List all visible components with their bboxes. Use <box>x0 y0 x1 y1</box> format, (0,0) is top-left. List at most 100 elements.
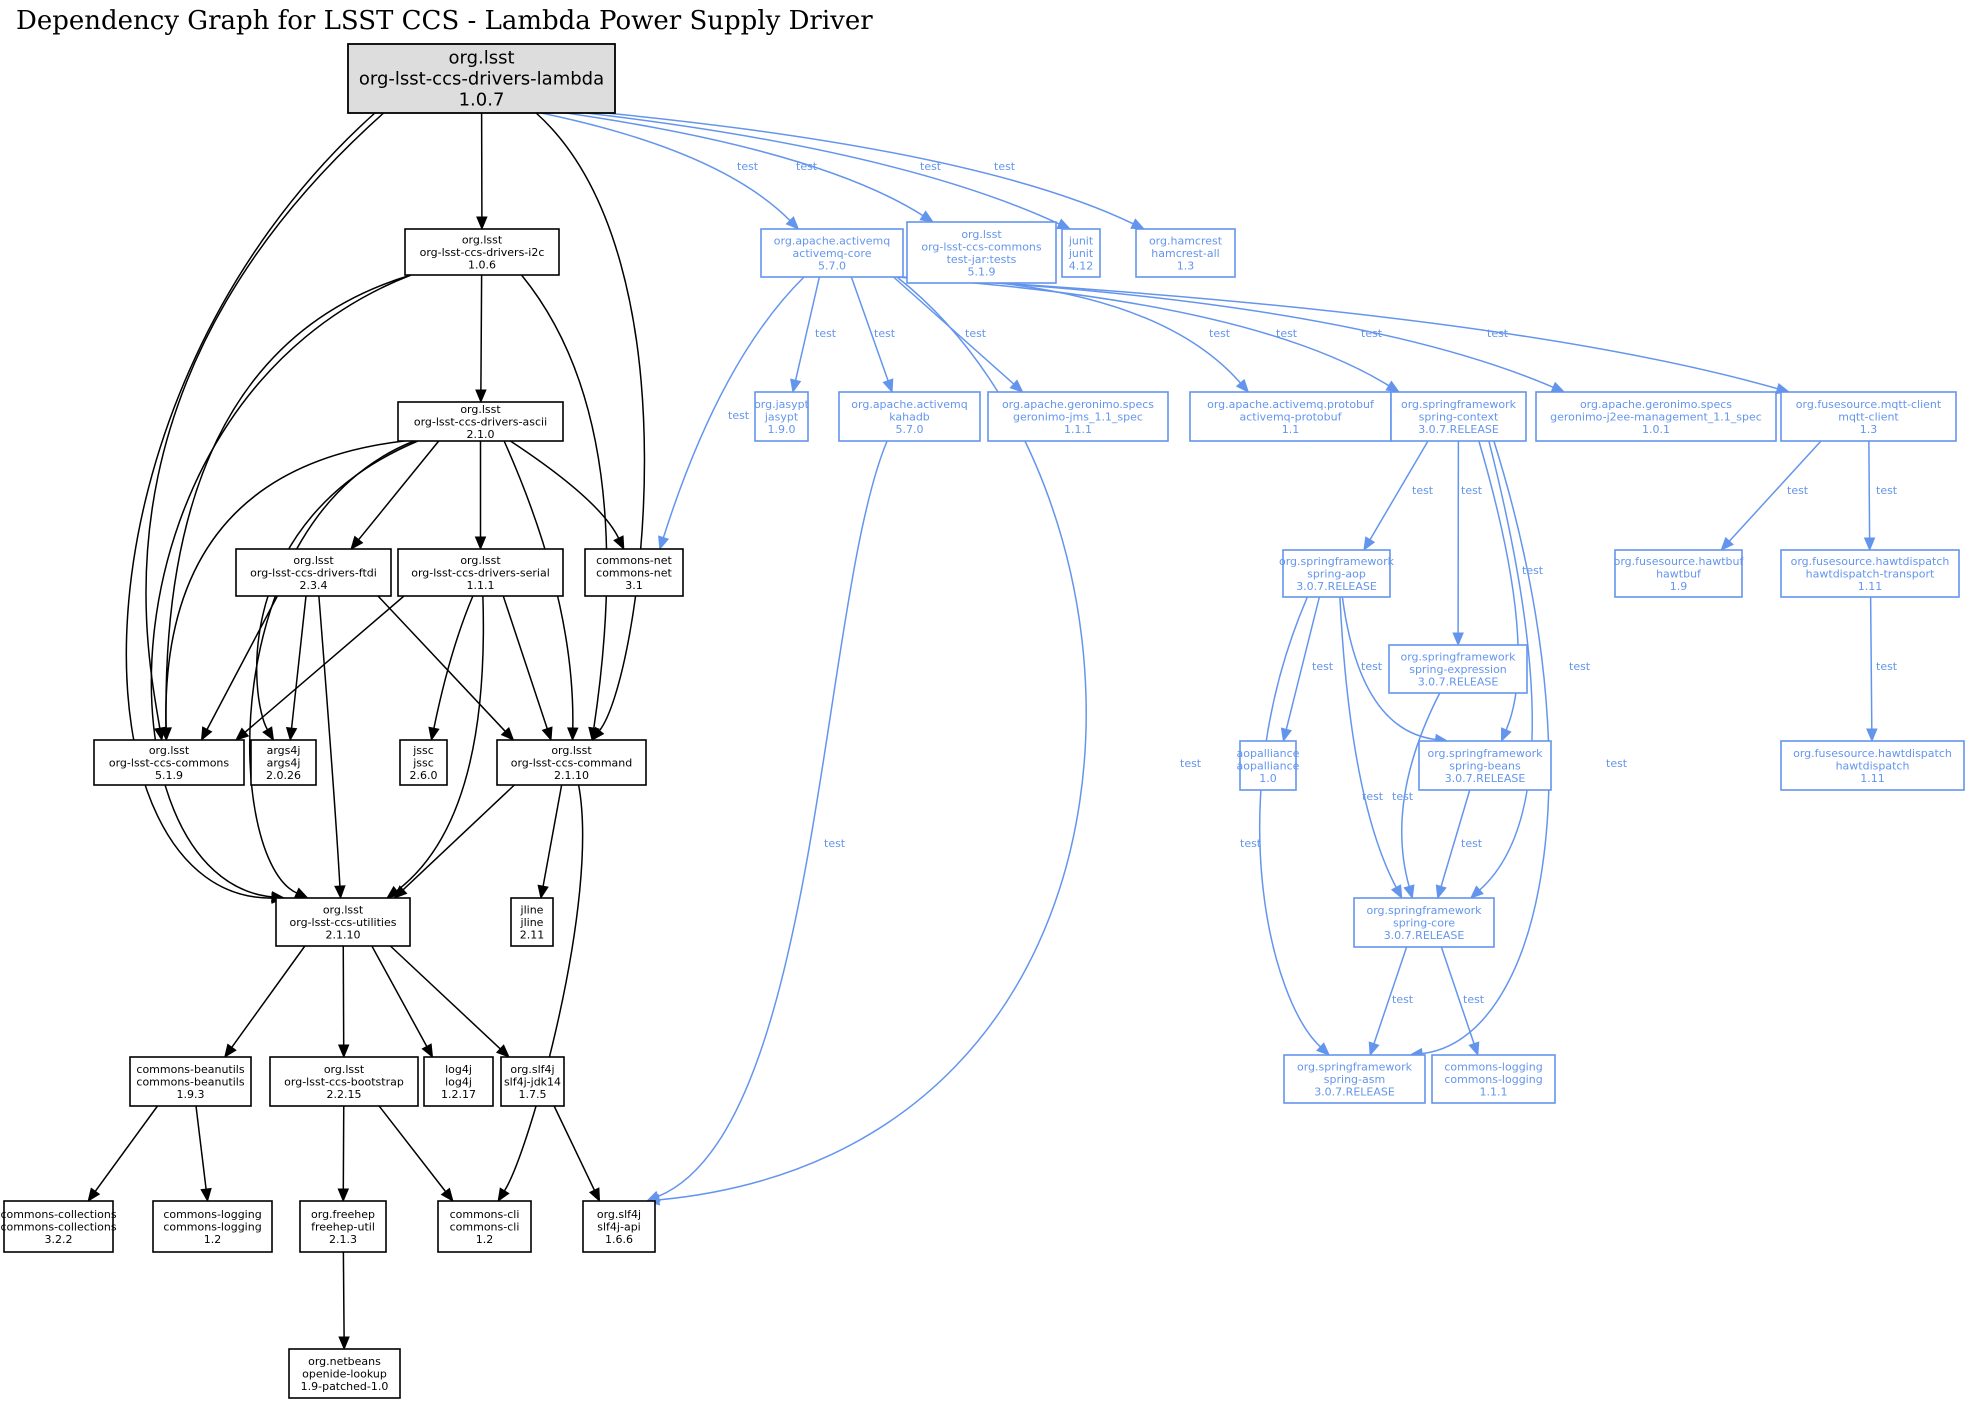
edge-utilities-to-beanutils <box>224 945 306 1059</box>
node-artifact-id: org-lsst-ccs-drivers-ascii <box>414 416 547 429</box>
edge-lambda-to-amqcore: test <box>540 112 800 230</box>
node-version: 2.1.3 <box>329 1233 357 1246</box>
node-artifact-id: org-lsst-ccs-command <box>511 757 633 770</box>
arrowhead-icon <box>1368 1041 1380 1057</box>
arrowhead-icon <box>200 726 213 742</box>
edge-line <box>248 440 415 894</box>
node-version: 1.0.1 <box>1642 423 1670 436</box>
arrowhead-icon <box>1435 884 1447 900</box>
edge-springaop-to-springcore: test <box>1339 596 1403 900</box>
node-artifact-id: aopalliance <box>1237 760 1300 773</box>
edge-line <box>94 1105 159 1192</box>
edge-freehep-to-lookup <box>338 1251 350 1351</box>
node-box <box>437 1200 532 1253</box>
arrowhead-icon <box>1009 379 1024 393</box>
edge-scope-label: test <box>1412 484 1434 497</box>
arrowhead-icon <box>1130 218 1146 230</box>
edge-line <box>502 595 548 729</box>
arrowhead-icon <box>334 885 346 900</box>
arrowhead-icon <box>235 727 250 741</box>
edge-springcore-to-springasm: test <box>1368 946 1414 1057</box>
arrowhead-icon <box>87 1187 101 1203</box>
edge-line <box>662 276 805 538</box>
arrowhead-icon <box>790 378 802 394</box>
arrowhead-icon <box>537 884 549 900</box>
node-version: 1.1.1 <box>467 579 495 592</box>
node-box <box>1189 391 1392 442</box>
arrowhead-icon <box>1403 884 1415 900</box>
edge-hdtransport-to-hawtdispatch: test <box>1866 596 1898 743</box>
node-artifact-id: commons-cli <box>450 1221 520 1234</box>
edge-scope-label: test <box>1361 327 1383 340</box>
graph-title: Dependency Graph for LSST CCS - Lambda P… <box>16 6 873 36</box>
node-collections: commons-collectionscommons-collections3.… <box>0 1200 117 1253</box>
edge-line <box>1341 596 1436 741</box>
node-group-id: org.apache.activemq <box>851 398 967 411</box>
edge-scope-label: test <box>1392 790 1414 803</box>
edge-i2c-to-ccscommons <box>160 274 412 742</box>
edge-utilities-to-slf4jjdk14 <box>389 945 510 1058</box>
node-box <box>496 739 647 786</box>
node-group-id: org.apache.activemq.protobuf <box>1207 398 1375 411</box>
edge-line <box>1339 596 1397 888</box>
edge-scope-label: test <box>1240 837 1262 850</box>
node-artifact-id: jssc <box>412 757 434 770</box>
edge-scope-label: test <box>1209 327 1231 340</box>
edge-beanutils-to-collections <box>87 1105 159 1203</box>
node-version: 3.0.7.RELEASE <box>1418 423 1499 436</box>
edge-line <box>896 276 1390 387</box>
edge-ftdi-to-ccscommons <box>200 595 279 742</box>
edge-line <box>1422 440 1550 1055</box>
node-box <box>299 1200 387 1253</box>
edge-line <box>850 276 889 381</box>
edge-amqcore-to-kahadb: test <box>850 276 896 394</box>
edge-ftdi-to-utilities <box>318 595 346 900</box>
node-group-id: commons-net <box>596 554 672 567</box>
edge-line <box>1440 789 1471 887</box>
node-version: 1.11 <box>1858 580 1883 593</box>
node-version: 1.9.0 <box>768 423 796 436</box>
edge-scope-label: test <box>1361 660 1383 673</box>
edge-slf4jjdk14-to-slf4japi <box>553 1105 601 1203</box>
node-artifact-id: commons-net <box>596 567 672 580</box>
node-hawtdispatch: org.fusesource.hawtdispatchhawtdispatch1… <box>1780 740 1965 791</box>
node-version: 3.0.7.RELEASE <box>1445 772 1526 785</box>
arrowhead-icon <box>1385 380 1401 393</box>
arrowhead-icon <box>1056 218 1072 230</box>
node-artifact-id: commons-logging <box>163 1221 261 1234</box>
edge-line <box>520 274 608 729</box>
node-group-id: org.fusesource.hawtdispatch <box>1791 555 1950 568</box>
arrowhead-icon <box>200 1187 212 1203</box>
node-box <box>1135 228 1236 278</box>
edge-line <box>535 112 646 732</box>
edge-line <box>1285 596 1321 730</box>
node-version: 2.1.0 <box>467 428 495 441</box>
edge-line <box>244 595 405 733</box>
node-j2ee: org.apache.geronimo.specsgeronimo-j2ee-m… <box>1535 391 1777 442</box>
node-version: 1.9 <box>1670 580 1688 593</box>
edge-scope-label: test <box>1569 660 1591 673</box>
edge-springcore-to-logging111: test <box>1440 946 1485 1057</box>
node-version: 1.0.7 <box>459 90 505 111</box>
arrowhead-icon <box>224 1043 237 1059</box>
node-version: 2.2.15 <box>327 1088 362 1101</box>
node-version: 5.7.0 <box>896 423 924 436</box>
arrowhead-icon <box>1550 381 1566 393</box>
node-artifact-id: org-lsst-ccs-utilities <box>290 916 397 929</box>
edge-springbeans-to-springcore: test <box>1435 789 1483 900</box>
node-version: 2.1.10 <box>554 769 589 782</box>
arrowhead-icon <box>421 1043 434 1059</box>
node-box <box>250 739 317 786</box>
